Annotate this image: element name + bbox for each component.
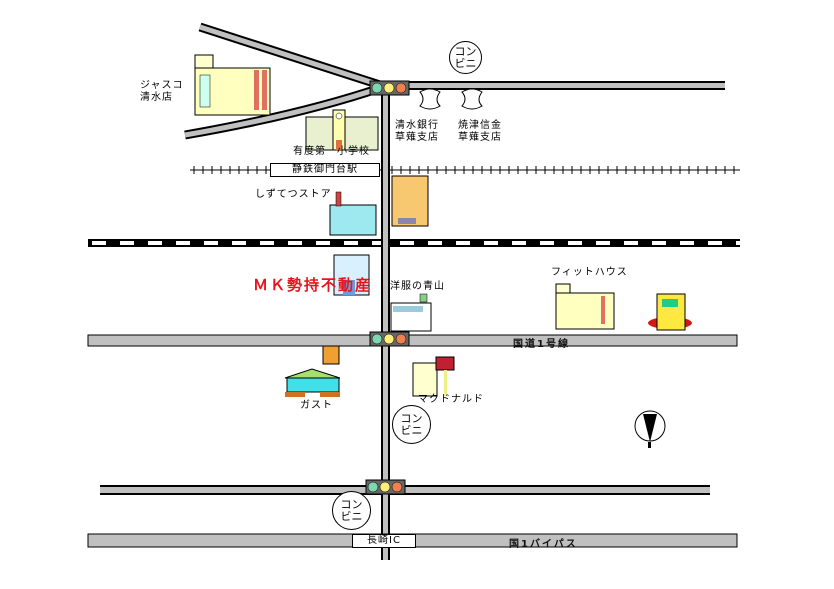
aoyama-store-icon [390,293,432,332]
main-north-south-road [381,88,390,560]
north-arrow-icon [634,410,666,448]
route1-road [87,334,738,347]
gas-station-icon [648,293,692,331]
convenience-store-icon: コン ビニ [449,41,482,74]
school-building-icon [305,109,379,151]
shimizu-bank-label: 清水銀行草薙支店 [395,120,439,143]
yaizu-shinkin-label: 焼津信金草薙支店 [458,120,502,143]
mcdonalds-icon [412,356,455,397]
shizutetsu-store-label: しずてつストア [255,189,332,200]
main-railway [88,239,740,247]
jusco-building-icon [194,54,271,116]
fit-house-building-icon [555,283,615,330]
shizutetsu-store-icon [329,191,377,236]
mcdonalds-label: マクドナルド [418,394,484,405]
convenience-store-icon: コン ビニ [392,405,431,444]
brand-label: ＭＫ勢持不動産 [253,276,373,294]
fit-house-label: フィットハウス [551,267,628,278]
aoyama-label: 洋服の青山 [390,281,445,292]
route1-label: 国道1号線 [513,339,570,350]
gusto-label: ガスト [300,400,333,411]
apartment-building-icon [391,175,429,227]
bypass-label: 国1バイパス [509,539,578,550]
traffic-light-icon [369,80,410,96]
school-label: 有度第一小学校 [293,146,370,157]
curved-road-lower [184,83,382,140]
diagonal-road-upper [198,22,382,90]
office-building-icon [333,254,370,296]
gusto-restaurant-icon [284,345,341,397]
road-northeast [400,81,725,90]
jusco-label: ジャスコ清水店 [140,80,184,103]
station-label: 静鉄御門台駅 [270,163,380,177]
bank-icon [419,88,483,110]
nagasaki-ic-label: 長崎IC [352,534,416,548]
traffic-light-icon [369,331,410,347]
traffic-light-icon [365,479,406,495]
convenience-store-icon: コン ビニ [332,491,371,530]
